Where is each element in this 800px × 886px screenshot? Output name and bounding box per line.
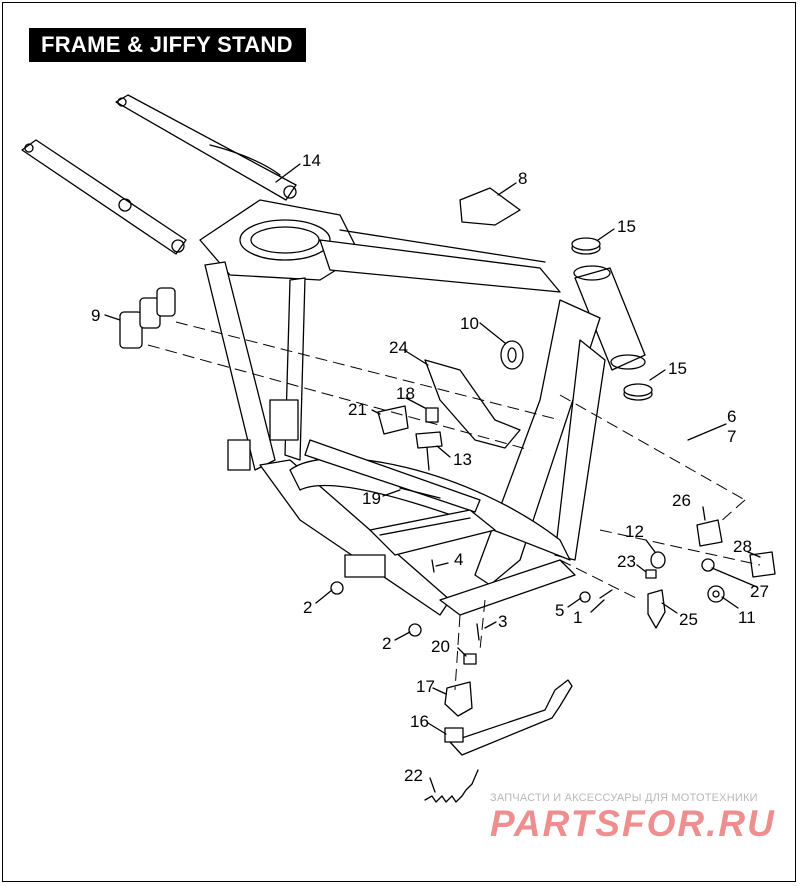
callout-7: 7 [727,427,736,446]
callout-12: 12 [625,522,644,541]
callout-17: 17 [416,677,435,696]
callout-27: 27 [750,582,769,601]
callout-24: 24 [389,338,408,357]
callout-5: 5 [555,601,564,620]
callout-11: 11 [738,608,756,627]
callout-19: 19 [362,489,381,508]
callout-22: 22 [404,766,423,785]
callout-13: 13 [453,450,472,469]
callout-8: 8 [518,169,527,188]
callout-2-lower: 2 [382,634,391,653]
callout-18: 18 [396,384,415,403]
fender-strut-right [115,94,297,201]
callout-1: 1 [573,608,582,627]
callout-15-top: 15 [617,217,636,236]
callout-20: 20 [431,637,450,656]
watermark-logo: PARTSFOR.RU [490,803,776,844]
callout-21: 21 [348,400,367,419]
callout-15-lower: 15 [668,359,687,378]
callout-14: 14 [302,151,321,170]
callout-25: 25 [679,610,698,629]
callout-16: 16 [410,712,429,731]
fender-strut-left [21,139,187,255]
callout-3: 3 [498,612,507,631]
callout-26: 26 [672,491,691,510]
watermark-tagline: ЗАПЧАСТИ И АКСЕССУАРЫ ДЛЯ МОТОТЕХНИКИ [490,792,758,804]
page-title: FRAME & JIFFY STAND [29,28,306,62]
callout-9: 9 [91,306,100,325]
callout-28: 28 [733,537,752,556]
callout-2-upper: 2 [303,598,312,617]
callout-6: 6 [727,407,736,426]
callout-23: 23 [617,552,636,571]
callout-4: 4 [454,550,463,569]
callout-10: 10 [460,314,479,333]
